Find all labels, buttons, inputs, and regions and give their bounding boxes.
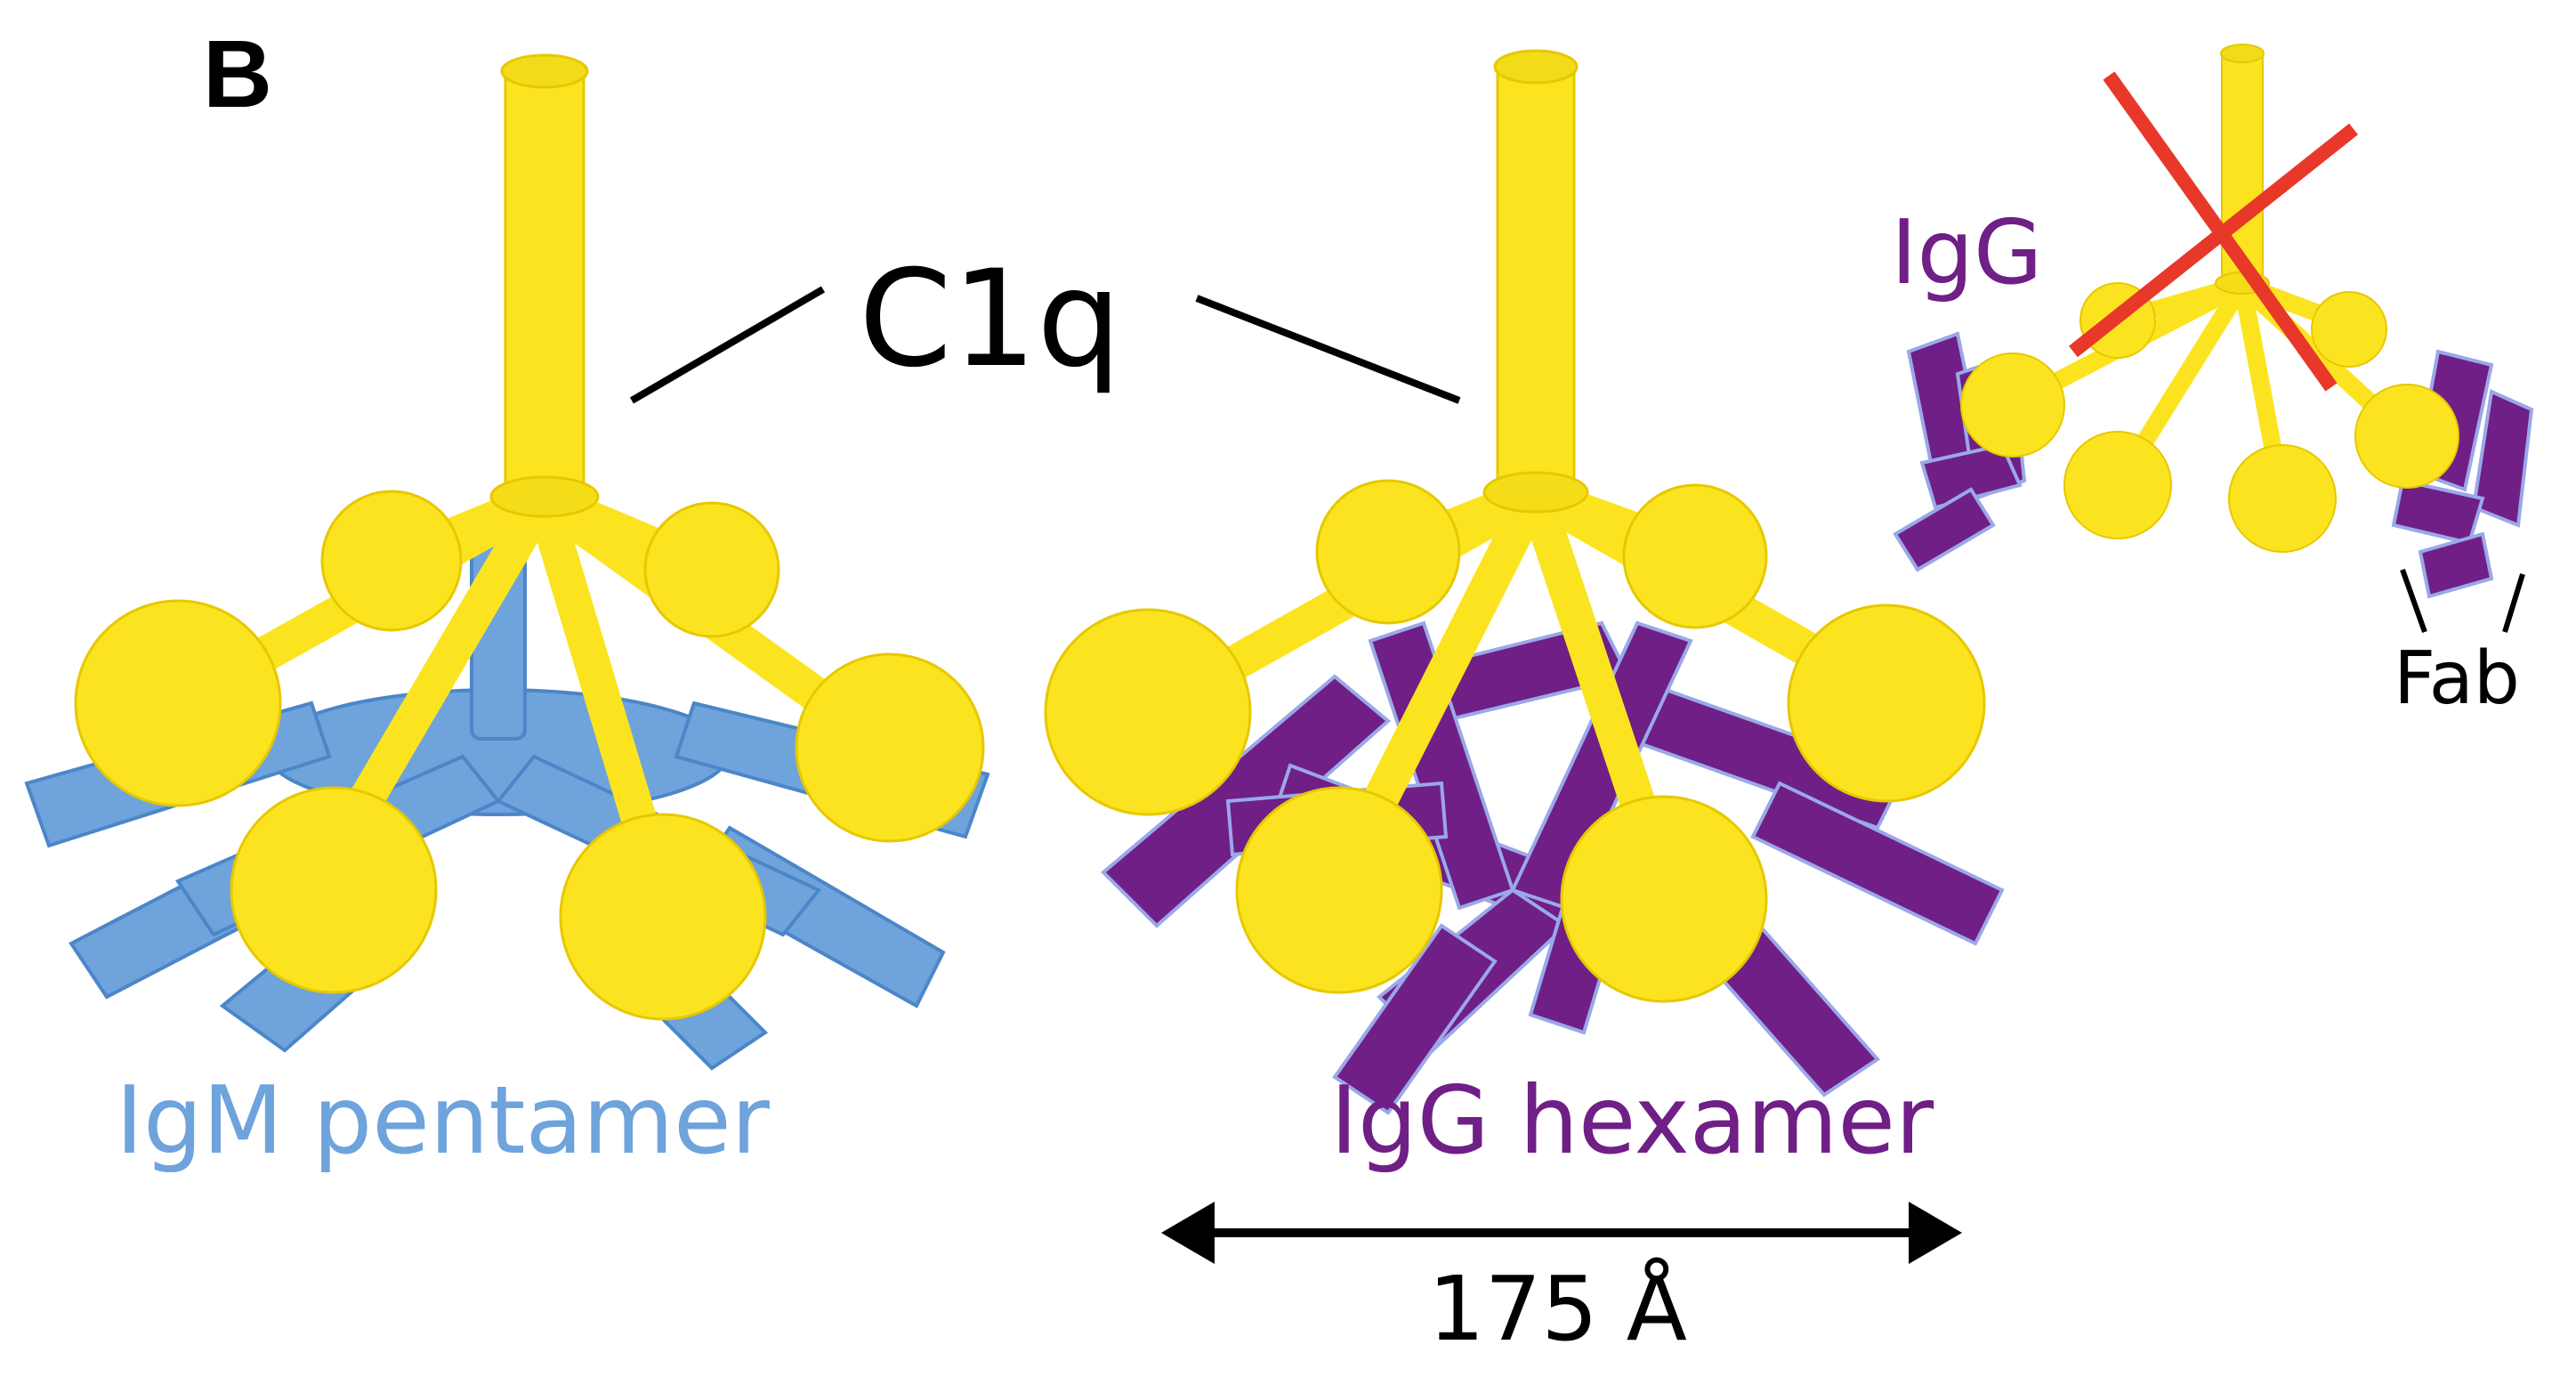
igg-hexamer-label: IgG hexamer (1330, 1066, 1934, 1175)
panel-letter: B (203, 20, 272, 127)
c1q-head (1622, 483, 1768, 629)
c1q-head (643, 501, 780, 638)
c1q-head (1315, 479, 1461, 625)
c1q-head (559, 813, 767, 1021)
c1q-head (230, 786, 438, 994)
c1q-left (74, 53, 985, 1021)
red-cross-icon (2069, 71, 2358, 392)
igm-pentamer-label: IgM pentamer (116, 1066, 771, 1175)
c1q-head (320, 490, 463, 632)
c1q-head (795, 652, 985, 843)
c1q-leader-line-right (1195, 295, 1461, 404)
c1q-head (1235, 786, 1443, 994)
dimension-arrow (1161, 1202, 1962, 1264)
igg-label: IgG (1891, 200, 2042, 304)
fab-label: Fab (2394, 636, 2520, 721)
c1q-label: C1q (859, 242, 1121, 397)
c1q-leader-line-left (629, 286, 826, 404)
c1q-head (74, 599, 282, 807)
c1q-head (1044, 608, 1252, 816)
fab-bracket (2400, 568, 2525, 634)
c1q-head (1560, 795, 1768, 1003)
igg-monomer-inset (1893, 44, 2534, 634)
dimension-label: 175 Å (1428, 1256, 1687, 1361)
c1q-head (1787, 603, 1986, 803)
c1q-center (1044, 49, 1986, 1003)
